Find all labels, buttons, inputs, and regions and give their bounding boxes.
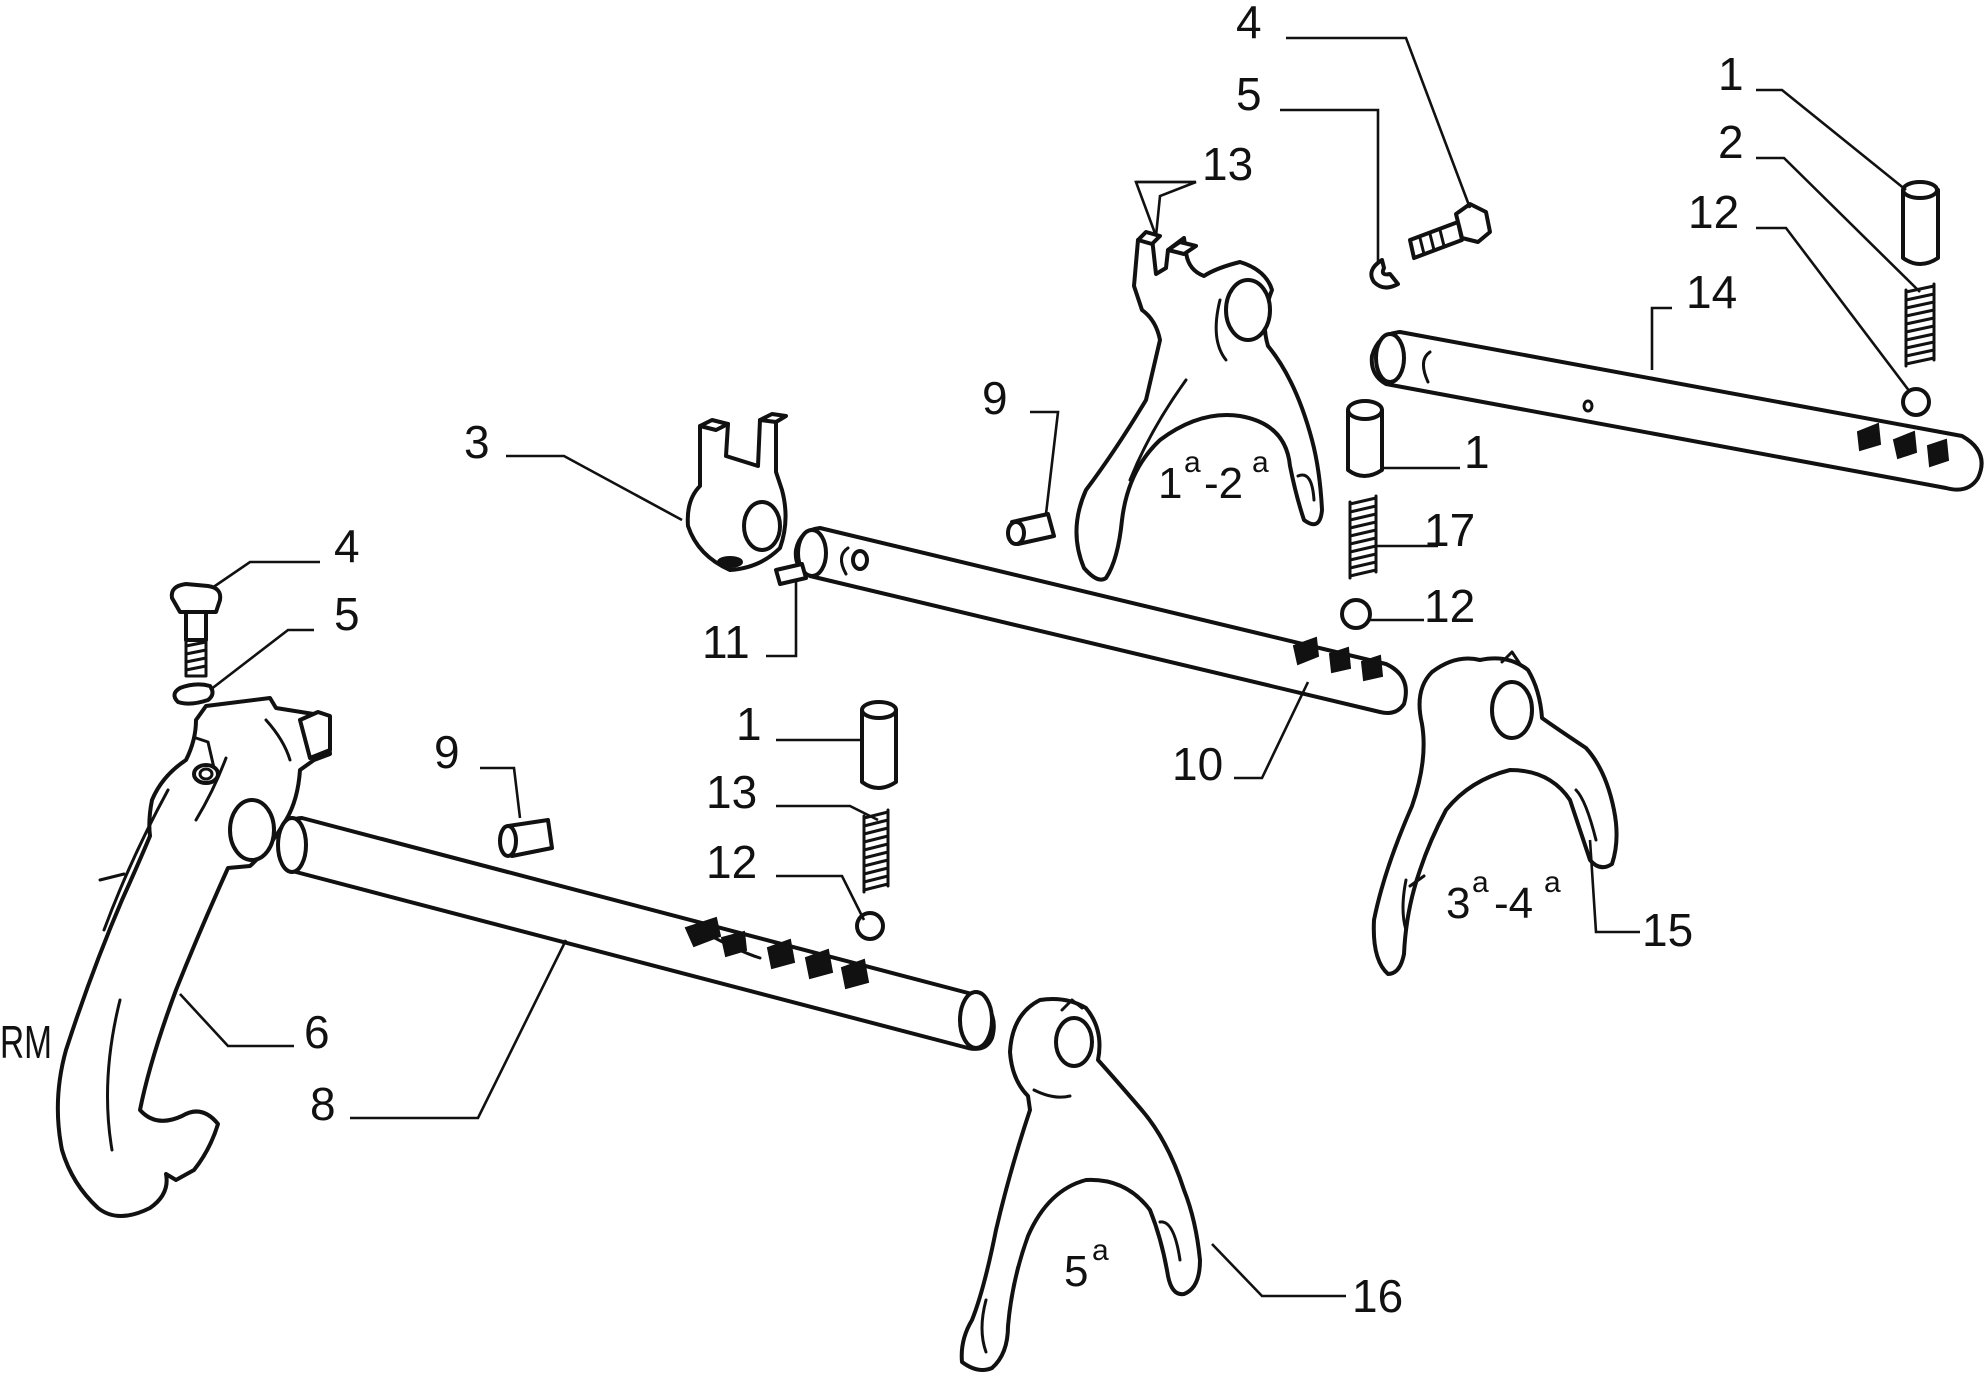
fork-label-3rd-4th-num1: 3	[1446, 879, 1470, 928]
fork-label-5th: 5 a	[1064, 1234, 1109, 1296]
callout-5-left: 5	[334, 588, 360, 640]
callout-2-top-right: 2	[1718, 116, 1744, 168]
rm-label: RM	[0, 1016, 52, 1068]
bushing-1-top-right	[1901, 180, 1940, 266]
callout-10: 10	[1172, 738, 1223, 790]
callout-1-lower: 1	[736, 698, 762, 750]
fork-16-5th	[959, 997, 1202, 1372]
bolt-4-left	[169, 582, 223, 678]
fork-label-3rd-4th-sup1: a	[1472, 866, 1489, 899]
shift-rod-8	[276, 816, 996, 1051]
ball-12-middle	[1340, 598, 1372, 630]
spring-2-top-right	[1904, 282, 1936, 368]
fork-label-1st-2nd-sup1: a	[1184, 446, 1201, 479]
washer-5-top	[1369, 258, 1400, 290]
fork-head-3	[685, 412, 788, 572]
shift-rod-14	[1369, 330, 1984, 492]
pin-9-middle	[1006, 512, 1056, 546]
callout-11: 11	[702, 616, 750, 668]
bushing-1-lower	[860, 700, 898, 790]
pin-9-lower	[498, 818, 554, 858]
spring-13-lower	[862, 808, 890, 894]
callout-13-lower: 13	[706, 766, 757, 818]
fork-label-3rd-4th-num2: -4	[1494, 879, 1533, 928]
callout-9-lower: 9	[434, 726, 460, 778]
fork-label-1st-2nd-num2: -2	[1204, 459, 1243, 508]
leader-lines	[179, 36, 1921, 1298]
callout-1-middle: 1	[1464, 426, 1490, 478]
callout-17: 17	[1424, 504, 1475, 556]
callout-4-top: 4	[1236, 0, 1262, 48]
fork-15-3rd-4th	[1371, 650, 1619, 976]
pin-11	[774, 562, 808, 586]
callout-9-middle: 9	[982, 372, 1008, 424]
fork-label-5th-num: 5	[1064, 1247, 1088, 1296]
callout-13-top: 13	[1202, 138, 1253, 190]
reverse-fork-6	[55, 696, 332, 1218]
fork-13-1st-2nd	[1074, 230, 1324, 582]
callout-12-middle: 12	[1424, 580, 1475, 632]
callout-8: 8	[310, 1078, 336, 1130]
washer-5-left	[172, 682, 215, 706]
ball-12-lower	[855, 911, 885, 941]
callout-6: 6	[304, 1006, 330, 1058]
fork-label-3rd-4th-sup2: a	[1544, 866, 1561, 899]
callout-12-top-right: 12	[1688, 186, 1739, 238]
callout-14: 14	[1686, 266, 1737, 318]
ball-12-top-right	[1901, 387, 1931, 417]
bolt-4-top	[1408, 202, 1492, 260]
callout-numbers: 4 5 13 1 2 12 14 9 3 1 17 12 11 10 4 5 1…	[0, 0, 1744, 1322]
callout-12-lower: 12	[706, 836, 757, 888]
fork-label-1st-2nd-sup2: a	[1252, 446, 1269, 479]
callout-15: 15	[1642, 904, 1693, 956]
fork-label-5th-sup: a	[1092, 1234, 1109, 1267]
shift-rod-10	[793, 526, 1408, 715]
spring-17	[1348, 494, 1378, 580]
fork-label-3rd-4th: 3 a -4 a	[1446, 866, 1561, 928]
callout-1-top-right: 1	[1718, 48, 1744, 100]
callout-3: 3	[464, 416, 490, 468]
callout-4-left: 4	[334, 520, 360, 572]
callout-5-top: 5	[1236, 68, 1262, 120]
fork-label-1st-2nd-num1: 1	[1158, 459, 1182, 508]
fork-label-1st-2nd: 1 a -2 a	[1158, 446, 1269, 508]
callout-16: 16	[1352, 1270, 1403, 1322]
bushing-1-middle	[1346, 399, 1384, 478]
